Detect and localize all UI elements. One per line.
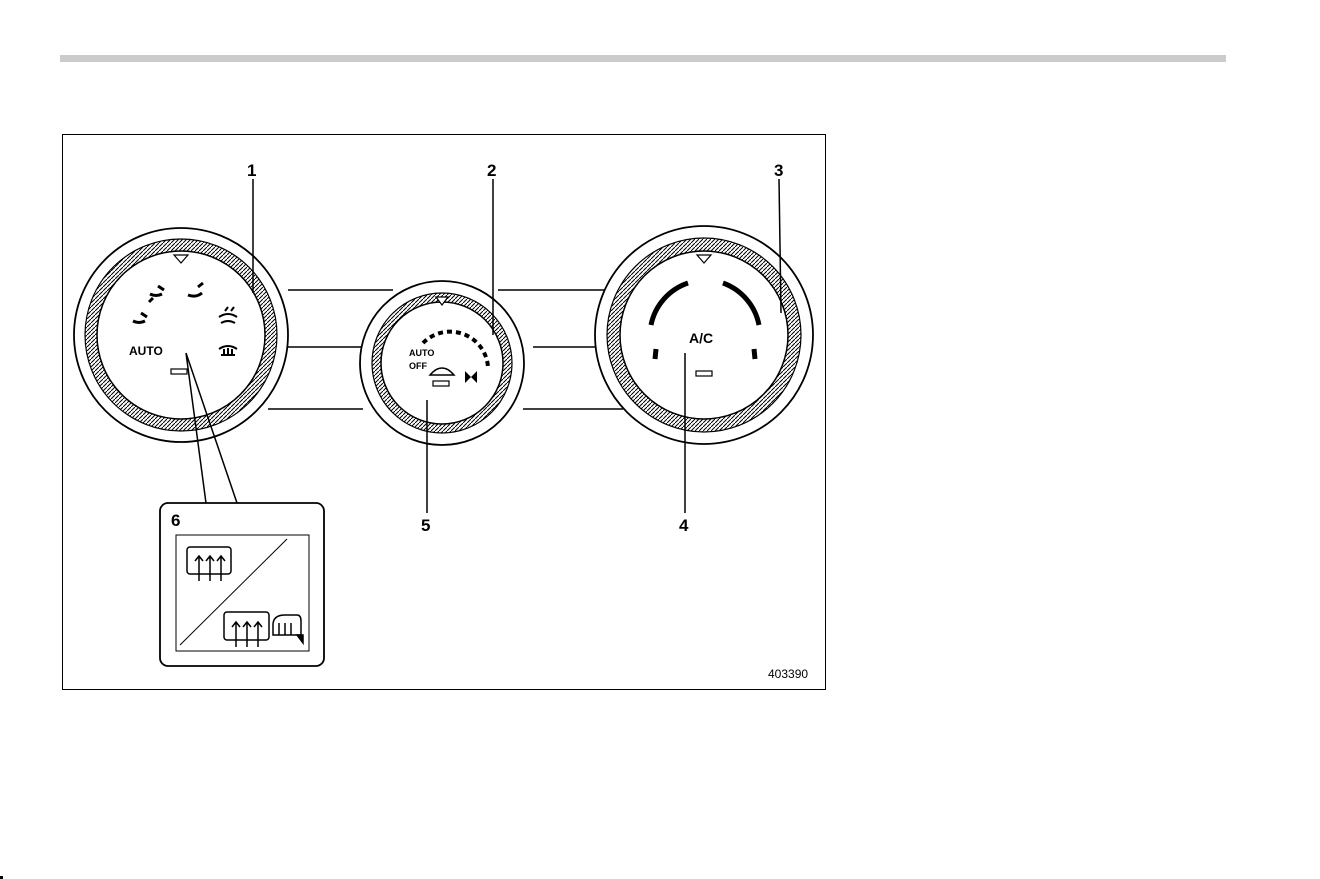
callout-2: 2 [487,162,496,179]
fan-dial-auto-label: AUTO [409,349,434,358]
top-rule [60,55,1226,62]
mode-dial-auto-label: AUTO [129,345,163,357]
callout-6: 6 [171,512,180,529]
figure-id: 403390 [768,668,808,680]
callout-3: 3 [774,162,783,179]
callout-5: 5 [421,517,430,534]
fan-dial[interactable] [360,281,524,445]
temp-dial-ac-label: A/C [689,331,713,345]
inset-box [160,503,324,666]
fan-dial-off-label: OFF [409,362,427,371]
climate-panel-drawing [63,135,826,690]
callout-1: 1 [247,162,256,179]
mode-dial[interactable] [74,228,288,442]
climate-control-figure: 1 2 3 4 5 6 AUTO AUTO OFF A/C 403390 [62,134,826,690]
callout-4: 4 [679,517,688,534]
